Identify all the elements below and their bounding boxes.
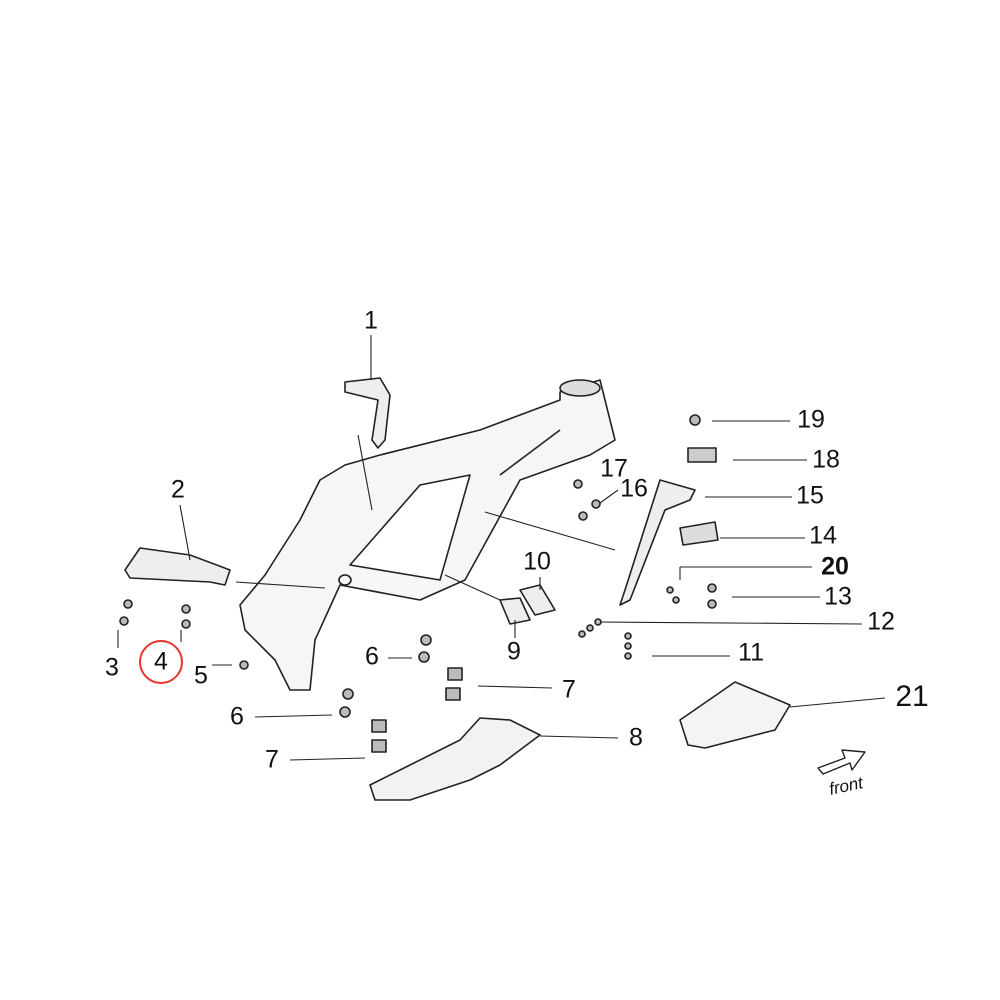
highlight-circle — [139, 640, 183, 684]
label-part-5[interactable]: 5 — [194, 661, 208, 690]
label-part-4[interactable]: 4 — [154, 647, 168, 676]
label-part-13[interactable]: 13 — [824, 582, 852, 611]
label-part-12[interactable]: 12 — [867, 607, 895, 636]
part-2-plate — [124, 547, 231, 586]
part-8-guard — [369, 717, 541, 801]
part-21-plate — [679, 681, 791, 749]
label-part-19[interactable]: 19 — [797, 405, 825, 434]
part-1-bracket — [344, 377, 391, 449]
label-part-9[interactable]: 9 — [507, 637, 521, 666]
frame-hole — [338, 574, 352, 586]
label-part-7[interactable]: 7 — [562, 675, 576, 704]
label-part-6[interactable]: 6 — [230, 702, 244, 731]
label-part-8[interactable]: 8 — [629, 723, 643, 752]
leader-lines — [117, 335, 886, 761]
label-part-3[interactable]: 3 — [105, 653, 119, 682]
frame-tube — [499, 429, 561, 476]
label-part-21[interactable]: 21 — [895, 680, 929, 713]
part-10-bracket — [519, 584, 556, 616]
part-18-clip — [687, 447, 717, 463]
label-part-10[interactable]: 10 — [523, 547, 551, 576]
label-part-7[interactable]: 7 — [265, 745, 279, 774]
label-part-18[interactable]: 18 — [812, 445, 840, 474]
part-9-bracket — [499, 597, 531, 625]
front-arrow-icon — [817, 749, 866, 775]
label-part-15[interactable]: 15 — [796, 481, 824, 510]
label-part-17[interactable]: 17 — [600, 454, 628, 483]
label-part-6[interactable]: 6 — [365, 642, 379, 671]
label-part-11[interactable]: 11 — [738, 638, 764, 667]
fasteners — [119, 414, 717, 753]
label-part-16[interactable]: 16 — [620, 474, 648, 503]
label-part-20[interactable]: 20 — [821, 552, 849, 581]
part-15-rail — [619, 479, 696, 606]
label-part-2[interactable]: 2 — [171, 475, 185, 504]
frame-panel — [349, 474, 471, 581]
part-14-block — [679, 521, 719, 546]
steering-head — [559, 379, 601, 397]
label-part-1[interactable]: 1 — [364, 306, 378, 335]
label-part-14[interactable]: 14 — [809, 521, 837, 550]
